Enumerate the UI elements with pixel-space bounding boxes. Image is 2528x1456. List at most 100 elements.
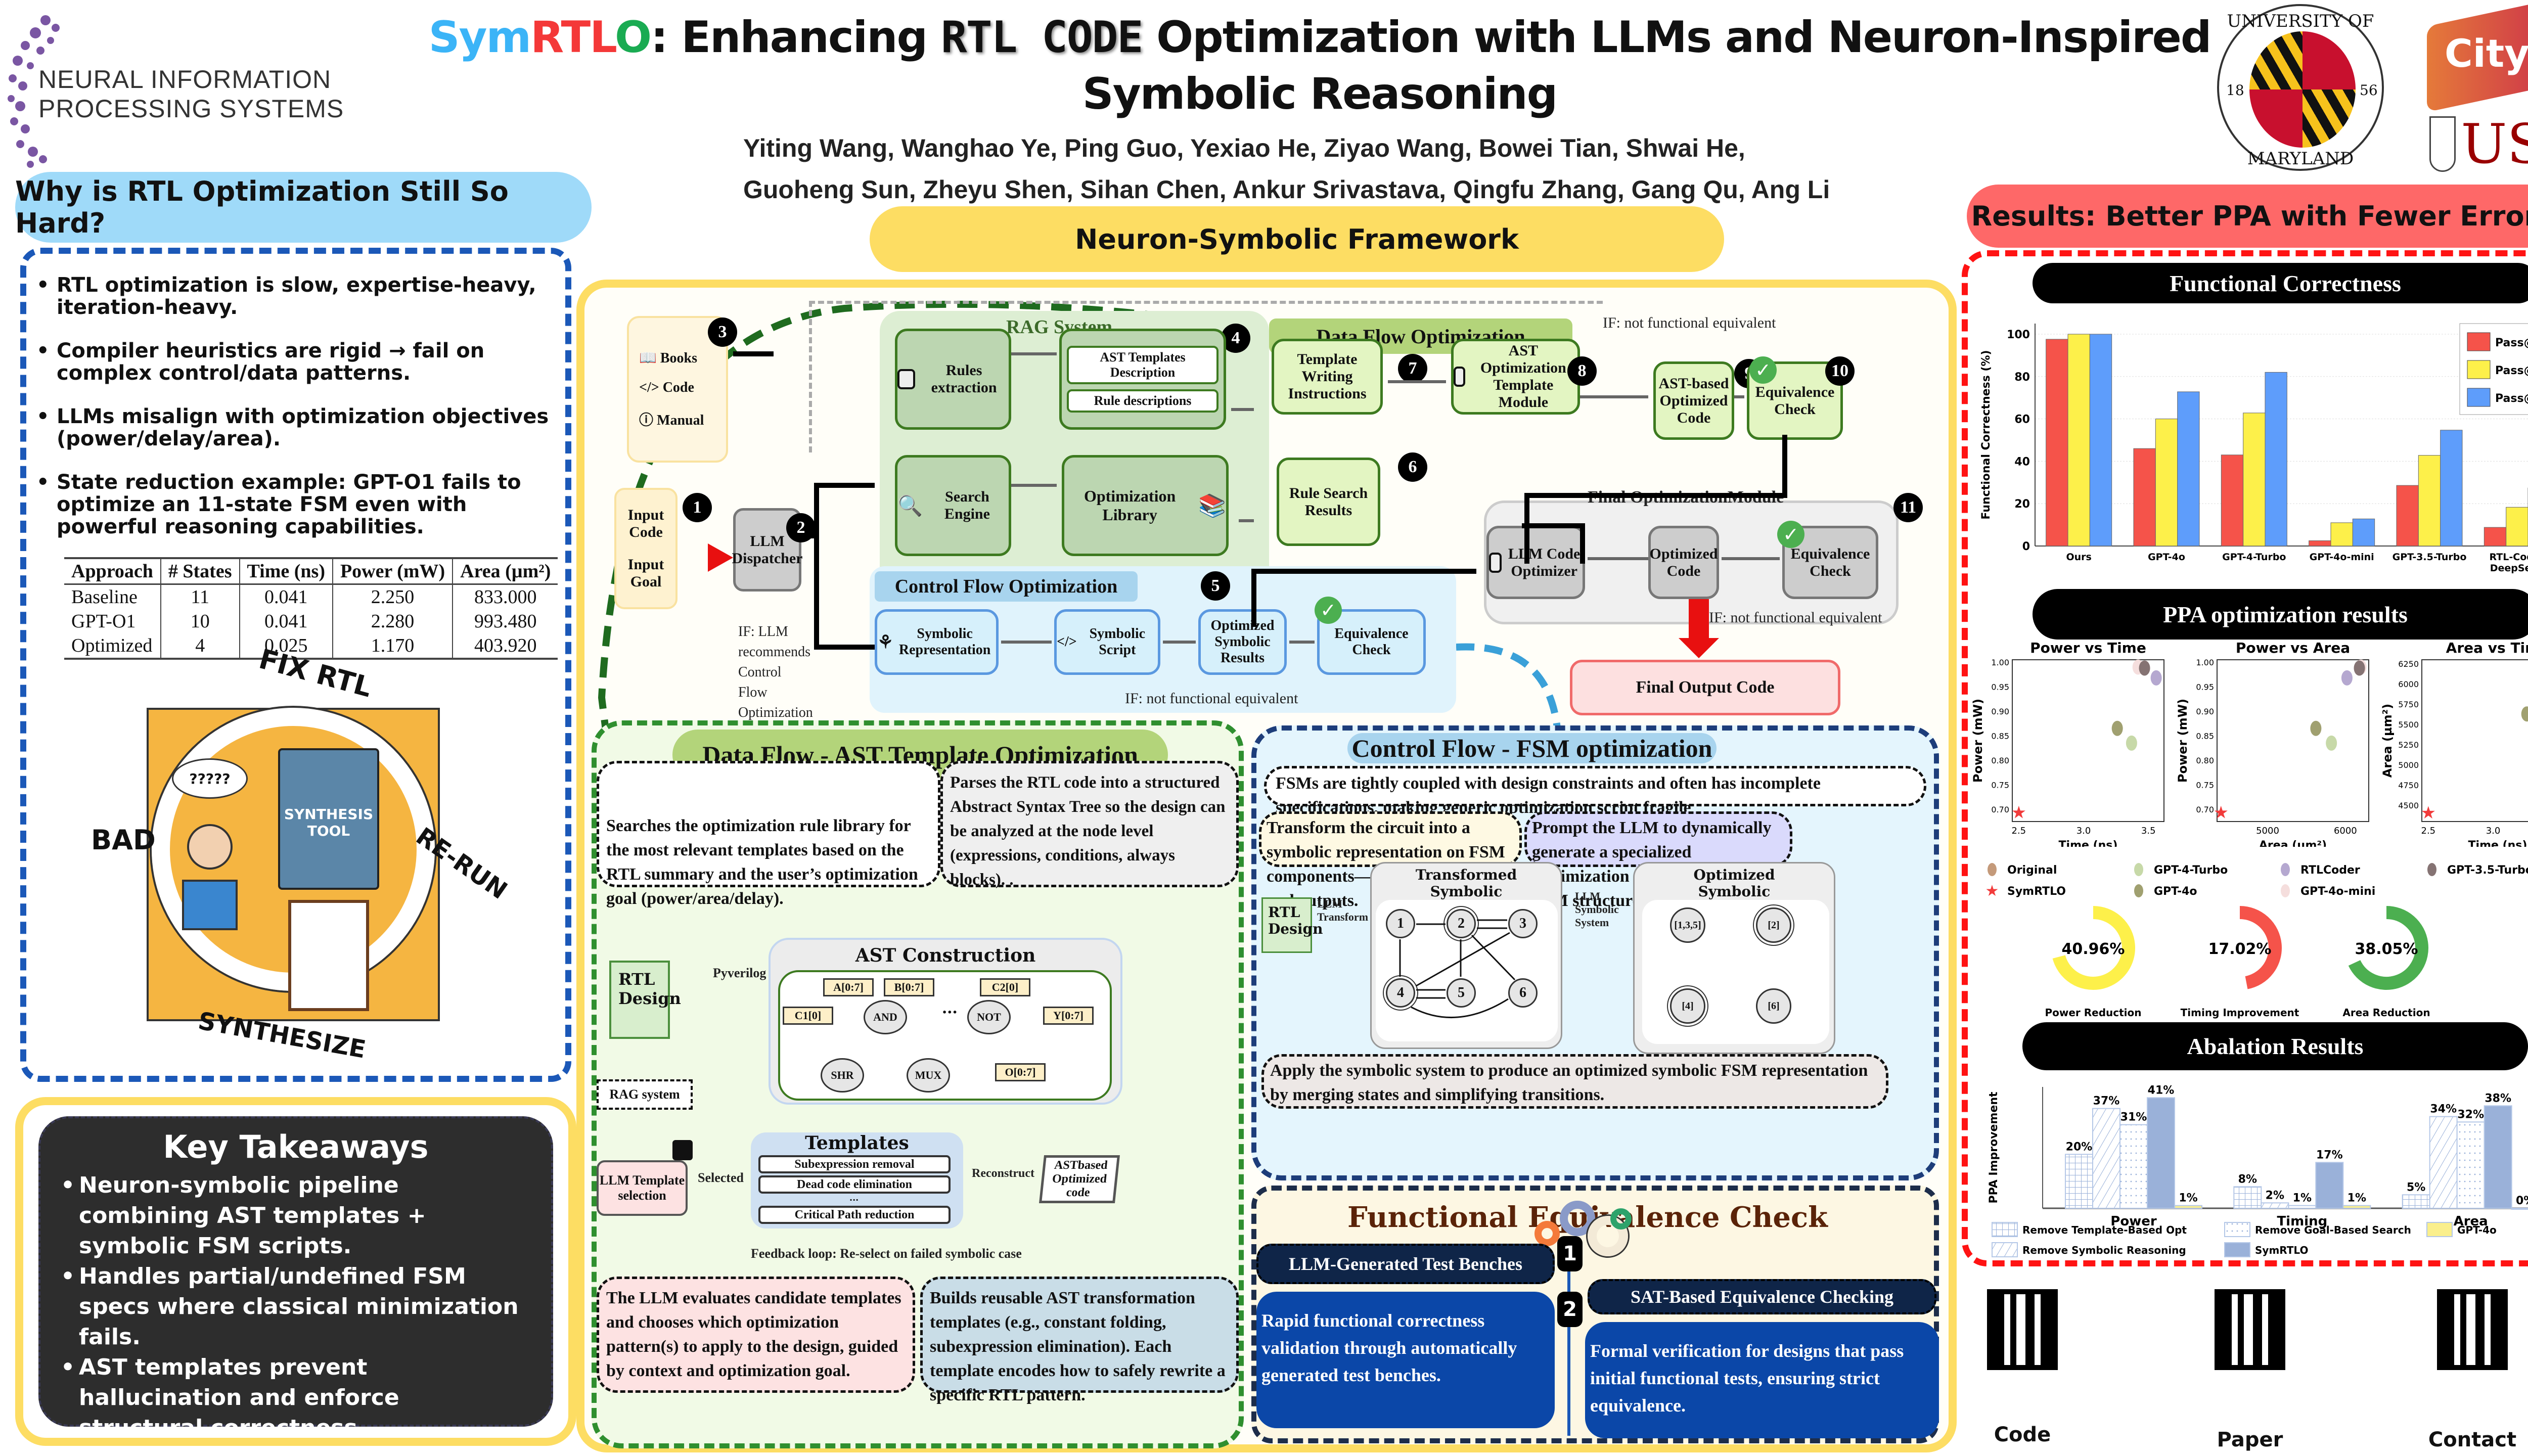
- signal-a: A[0:7]: [823, 978, 874, 996]
- ast-based-output-label: ASTbased Optimized code: [1051, 1159, 1108, 1199]
- legend-swatch: [1992, 1222, 2018, 1237]
- ring-value: 38.05%: [2355, 940, 2418, 958]
- qr-label-code: Code: [1994, 1423, 2051, 1446]
- cell: 11: [160, 584, 240, 609]
- y-tick-label: 20: [2014, 498, 2030, 511]
- label-bad: BAD: [91, 824, 156, 856]
- cell: 0.025: [239, 633, 333, 660]
- qr-code-paper[interactable]: [2215, 1289, 2285, 1370]
- legend-swatch: [2224, 1222, 2250, 1237]
- step-7-badge: 7: [1398, 354, 1427, 383]
- legend-swatch: [2224, 1242, 2250, 1257]
- y-tick-label: 0.75: [1991, 780, 2009, 790]
- pyverilog-label: Pyverilog: [713, 966, 766, 980]
- signal-c2: C2[0]: [980, 978, 1030, 996]
- bar: [2067, 334, 2090, 547]
- step1-desc: Rapid functional correctness validation …: [1256, 1292, 1555, 1428]
- templates-title: Templates: [805, 1132, 909, 1154]
- legend-label: Original: [2007, 864, 2057, 877]
- y-tick-label: 0.70: [1991, 805, 2009, 814]
- step-3-badge: 3: [708, 317, 737, 347]
- legend-swatch: [2467, 360, 2491, 379]
- ring-label: Timing Improvement: [2181, 1007, 2299, 1019]
- bar: [2046, 339, 2068, 547]
- step2-title: SAT-Based Equivalence Checking: [1588, 1279, 1936, 1314]
- legend-swatch: [2426, 1222, 2453, 1237]
- authors: Yiting Wang, Wanghao Ye, Ping Guo, Yexia…: [743, 127, 1906, 210]
- bar: [2440, 430, 2463, 547]
- step-1-badge: 1: [683, 493, 712, 522]
- input-code: Input Code: [627, 507, 664, 540]
- legend-label: Remove Template-Based Opt: [2022, 1224, 2187, 1236]
- neurips-dots-icon: [8, 15, 60, 168]
- data-label: 37%: [2093, 1095, 2120, 1108]
- title-o: O: [614, 12, 652, 63]
- legend-label: Remove Symbolic Reasoning: [2022, 1244, 2186, 1256]
- qr-label-paper: Paper: [2217, 1428, 2283, 1451]
- umd-logo: UNIVERSITY OF MARYLAND 18 56: [2217, 4, 2384, 171]
- x-tick-label: Ours: [2066, 552, 2091, 563]
- qr-code-contact[interactable]: [2437, 1289, 2508, 1370]
- qr-label-contact: Contact: [2428, 1428, 2517, 1451]
- bar: [2484, 1105, 2512, 1209]
- bar: [2309, 540, 2331, 547]
- timeline-line: [1567, 1239, 1570, 1436]
- scatter-point: [2354, 660, 2365, 676]
- y-tick-label: 5000: [2398, 760, 2419, 770]
- x-axis-label: Area (µm²): [2259, 839, 2327, 847]
- legend-swatch: [2467, 388, 2491, 407]
- equivalence-cfo-label: Equivalence Check: [1334, 626, 1409, 658]
- ring-value: 17.02%: [2208, 940, 2272, 958]
- why-bullet: State reduction example: GPT-O1 fails to…: [36, 471, 555, 538]
- step-11-badge: 11: [1893, 493, 1923, 522]
- desc-transform: Transform the circuit into a symbolic re…: [1259, 811, 1522, 910]
- bar: [2506, 507, 2528, 547]
- step-2-badge: 2: [786, 513, 816, 542]
- llm-chip-icon: [672, 1140, 693, 1160]
- optimized-rep-panel: Optimized Symbolic Representation [1,3,5…: [1633, 862, 1835, 1054]
- book-icon: 📖: [639, 350, 660, 366]
- y-tick-label: 0.80: [2196, 756, 2214, 765]
- qr-code-code[interactable]: [1987, 1289, 2058, 1370]
- functional-correctness-heading: Functional Correctness: [2033, 263, 2528, 303]
- y-tick-label: 0.90: [2196, 707, 2214, 716]
- x-tick-label: 2.5: [2012, 826, 2026, 836]
- ppa-scatter-charts: Power vs Time0.700.750.800.850.900.951.0…: [1972, 640, 2528, 847]
- template-item: Dead code elimination: [758, 1175, 951, 1194]
- llm-dispatcher: LLM Dispatcher: [732, 508, 803, 592]
- controlflow-heading: Control Flow - FSM optimization: [1347, 733, 1717, 763]
- final-module-title: Final OptimizationModule: [1588, 488, 1784, 507]
- star-point: ★: [2213, 803, 2228, 823]
- report-board-icon: [288, 900, 369, 1011]
- ast-templates-description: AST Templates Description: [1067, 346, 1218, 384]
- data-label: 32%: [2457, 1108, 2484, 1121]
- input-goal: Input Goal: [627, 556, 664, 590]
- tree-icon: ⚘: [877, 632, 894, 652]
- template-writing-label: Template Writing Instructions: [1288, 351, 1367, 402]
- bar: [2065, 1154, 2093, 1209]
- data-label: 5%: [2407, 1181, 2425, 1194]
- step-6-badge: 6: [1398, 452, 1427, 482]
- feedback-loop-label: Feedback loop: Re-select on failed symbo…: [751, 1246, 1022, 1261]
- llm-code-optimizer: LLM Code Optimizer: [1486, 526, 1585, 599]
- optimization-library: Optimization Library📚: [1062, 455, 1229, 556]
- desc-fsm: FSMs are tightly coupled with design con…: [1264, 766, 1926, 817]
- bar: [2429, 1116, 2458, 1209]
- cell: 993.480: [452, 609, 558, 633]
- legend-label: RTLCoder: [2300, 864, 2360, 877]
- legend-marker: [2134, 863, 2143, 876]
- symbolic-script-label: Symbolic Script: [1089, 626, 1146, 658]
- script-icon: </>: [1057, 634, 1077, 650]
- y-tick-label: 100: [2007, 329, 2030, 341]
- search-icon: 🔍: [897, 494, 923, 517]
- bar: [2511, 1208, 2528, 1210]
- umd-bottom-text: MARYLAND: [2247, 149, 2354, 169]
- bar: [2330, 522, 2353, 547]
- bar: [2155, 419, 2178, 547]
- y-tick-label: 0: [2022, 540, 2030, 553]
- x-tick-label: RTL-Coder: [2490, 552, 2528, 563]
- red-arrow-icon: [708, 543, 733, 572]
- x-tick-label: GPT-4-Turbo: [2222, 552, 2286, 563]
- legend-label: Pass@10: [2495, 392, 2528, 405]
- results-heading: Results: Better PPA with Fewer Errors: [1967, 185, 2528, 248]
